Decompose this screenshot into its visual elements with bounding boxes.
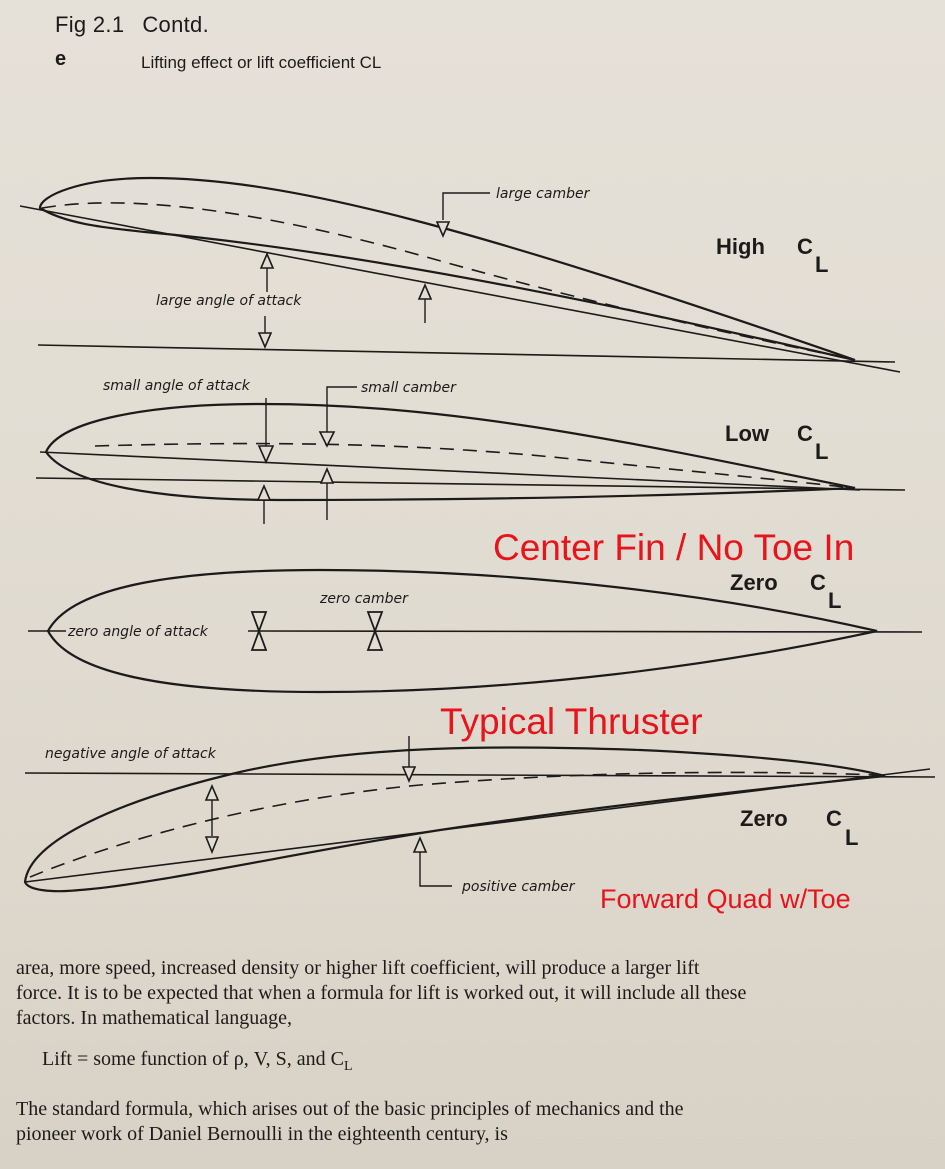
camber-arrow-down-icon (401, 766, 417, 784)
airfoil-zero-cl-symmetric (28, 568, 923, 694)
camber-bowtie-icon (366, 611, 384, 651)
camber-arrow-icon (318, 431, 336, 448)
airfoil-high-cl (19, 176, 901, 373)
coefficient-c: C (810, 570, 826, 595)
overlay-forward-quad: Forward Quad w/Toe (600, 884, 851, 914)
reference-line (35, 477, 906, 491)
label-low: Low (725, 421, 770, 446)
coefficient-sub-l: L (815, 439, 828, 464)
airfoil-diagram: large camber large angle of attack High … (19, 176, 936, 914)
aoa-arrow-up-icon (204, 783, 220, 801)
camber-arrow-up-icon (417, 282, 433, 300)
reference-line (24, 772, 936, 778)
airfoil-low-cl (35, 386, 906, 524)
coefficient-c: C (797, 234, 813, 259)
body-line: area, more speed, increased density or h… (16, 957, 700, 979)
label-positive-camber: positive camber (461, 879, 576, 895)
camber-arrow-icon (435, 221, 451, 239)
airfoil-outline (44, 402, 856, 502)
label-high: High (716, 234, 765, 259)
small-camber-leader (326, 386, 357, 432)
equation-text: Lift = some function of ρ, V, S, and C (42, 1048, 344, 1070)
coefficient-c: C (826, 806, 842, 831)
camber-arrow-up-icon (319, 466, 335, 484)
label-zero-camber: zero camber (319, 591, 409, 607)
chord-line (19, 205, 901, 373)
chord-line (247, 630, 923, 633)
label-large-camber: large camber (496, 186, 591, 202)
body-line: pioneer work of Daniel Bernoulli in the … (16, 1123, 508, 1145)
body-line: The standard formula, which arises out o… (16, 1098, 684, 1120)
label-small-angle-of-attack: small angle of attack (103, 378, 251, 394)
label-negative-angle-of-attack: negative angle of attack (45, 746, 217, 762)
aoa-arrow-up-icon (256, 483, 272, 501)
body-line: factors. In mathematical language, (16, 1007, 292, 1029)
panel-letter: e (55, 48, 67, 70)
airfoil-outline (46, 568, 878, 694)
camber-line (29, 771, 881, 878)
aoa-arrow-up-icon (259, 251, 275, 269)
body-text: area, more speed, increased density or h… (16, 956, 945, 1147)
chord-line (39, 451, 861, 491)
label-zero: Zero (730, 570, 778, 595)
aoa-arrow-down-icon (204, 836, 220, 855)
label-zero-angle-of-attack: zero angle of attack (67, 624, 209, 640)
camber-line (41, 202, 856, 361)
figure-contd: Contd. (142, 12, 209, 37)
positive-camber-leader (419, 852, 452, 887)
figure-number: Fig 2.1 (55, 12, 125, 37)
coefficient-sub-l: L (845, 825, 858, 850)
figure-title: Fig 2.1 Contd. (55, 12, 209, 38)
label-zero: Zero (740, 806, 788, 831)
airfoil-zero-cl-negative (23, 736, 936, 893)
aoa-arrow-down-icon (257, 445, 275, 464)
aoa-arrow-down-icon (257, 332, 273, 350)
label-large-angle-of-attack: large angle of attack (156, 293, 302, 309)
overlay-center-fin: Center Fin / No Toe In (493, 527, 854, 568)
coefficient-c: C (797, 421, 813, 446)
overlay-typical-thruster: Typical Thruster (440, 701, 703, 742)
airfoil-outline (23, 746, 886, 893)
aoa-bowtie-icon (250, 611, 268, 651)
camber-line (94, 442, 846, 488)
coefficient-sub-l: L (815, 252, 828, 277)
camber-arrow-up-icon (412, 835, 428, 853)
chord-line (24, 768, 931, 883)
body-line: force. It is to be expected that when a … (16, 982, 747, 1004)
large-camber-leader (442, 192, 490, 220)
lift-equation: Lift = some function of ρ, V, S, and CL (42, 1047, 945, 1079)
label-small-camber: small camber (361, 380, 457, 396)
figure-caption: Lifting effect or lift coefficient CL (141, 53, 382, 72)
coefficient-sub-l: L (828, 588, 841, 613)
reference-line (37, 344, 896, 363)
equation-subscript: L (343, 1059, 353, 1074)
